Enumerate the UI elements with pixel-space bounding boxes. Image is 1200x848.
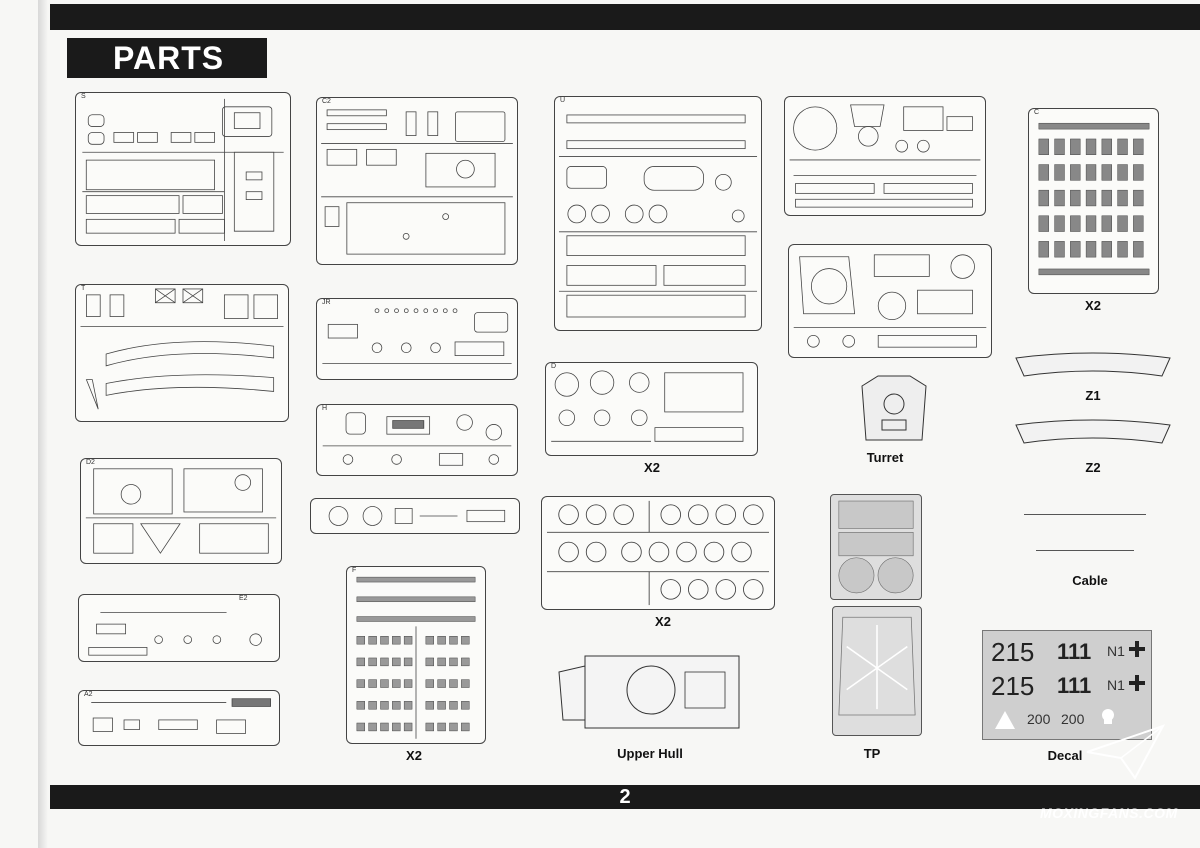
photo-etch-tp (832, 606, 922, 736)
side-skirt-z2 (1012, 417, 1174, 447)
sprue-d2: D2 (80, 458, 282, 564)
sprue-u: U (554, 96, 762, 331)
sprue-tag: T (81, 285, 86, 292)
cable-line (1036, 550, 1134, 551)
photo-etch-mesh (830, 494, 922, 600)
sprue-e2: E2 (78, 594, 280, 662)
sprue-f: F (346, 566, 486, 744)
page-title: PARTS (67, 38, 267, 78)
sprue-s-parts (82, 98, 284, 242)
sprue-turret-detail-parts (789, 104, 981, 208)
decal-triangle-icon (995, 711, 1015, 729)
sprue-d2-parts (85, 468, 277, 554)
sprue-c2: C2 (316, 97, 518, 265)
decal-200-a: 200 (1027, 711, 1051, 727)
upper-hull-icon (558, 655, 740, 729)
tp-label: TP (863, 746, 881, 761)
sprue-e2-parts (88, 612, 262, 656)
top-bar (50, 4, 1200, 30)
sprue-u-parts (558, 114, 758, 318)
cable-line (1024, 514, 1146, 515)
decal-200-b: 200 (1061, 711, 1085, 727)
sprue-a2: A2 (78, 690, 280, 746)
decal-111-b: 111 (1057, 673, 1092, 698)
cable-label: Cable (1072, 573, 1108, 588)
side-skirt-z1 (1012, 350, 1174, 380)
paper-plane-icon (1086, 724, 1165, 780)
turret-label: Turret (866, 450, 904, 465)
sprue-d-multiplier: X2 (644, 460, 660, 475)
decal-215-a: 215 (991, 637, 1035, 667)
sprue-h: H (316, 404, 518, 476)
z1-label: Z1 (1085, 388, 1101, 403)
sprue-c-multiplier: X2 (1085, 298, 1101, 313)
sprue-h-parts (322, 412, 512, 466)
sprue-f-multiplier: X2 (406, 748, 422, 763)
sprue-c-parts (1038, 122, 1150, 276)
sprue-a2-parts (91, 698, 271, 734)
wheels-multiplier: X2 (655, 614, 671, 629)
sprue-t: T (75, 284, 289, 422)
decal-n1-a: N1 (1107, 643, 1125, 659)
watermark-text: MOXINGFANS.COM (1040, 805, 1178, 821)
upper-hull-label: Upper Hull (617, 746, 683, 761)
photo-etch-tp-parts (838, 616, 916, 716)
sprue-tag: E2 (239, 595, 248, 602)
sprue-tag: JR (322, 299, 331, 306)
sprue-tag: D (551, 363, 557, 370)
upper-hull-part (555, 650, 745, 738)
sprue-s: S (75, 92, 291, 246)
decal-215-b: 215 (991, 671, 1035, 701)
sprue-tag: H (322, 405, 328, 412)
sprue-jr: JR (316, 298, 518, 380)
sprue-tag: U (560, 97, 566, 104)
photo-etch-mesh-parts (838, 500, 914, 594)
page-number: 2 (619, 786, 631, 808)
decal-sheet: 215 111 N1 215 111 N1 200 200 (982, 630, 1152, 740)
sprue-d: D (545, 362, 758, 456)
z2-label: Z2 (1085, 460, 1101, 475)
decal-cross-icon (1129, 675, 1145, 691)
sprue-turret-top-parts (793, 254, 987, 348)
sprue-c2-parts (321, 109, 513, 255)
sprue-tag: A2 (84, 691, 93, 698)
sprue-tag: C (1034, 109, 1040, 116)
sprue-jr-parts (322, 308, 512, 364)
sprue-tools-parts (328, 506, 506, 526)
decal-111-a: 111 (1057, 639, 1092, 664)
decal-n1-b: N1 (1107, 677, 1125, 693)
sprue-f-parts (356, 576, 476, 739)
sprue-road-wheels-parts (546, 500, 770, 606)
side-skirt-icon (1015, 419, 1171, 444)
sprue-tag: S (81, 93, 86, 100)
turret-part (858, 374, 930, 446)
decal-label: Decal (1047, 748, 1083, 763)
turret-icon (861, 375, 927, 441)
decal-skull-icon (1102, 709, 1114, 724)
sprue-turret-detail (784, 96, 986, 216)
sprue-tag: F (352, 567, 357, 574)
sprue-t-parts (80, 288, 284, 410)
side-skirt-icon (1015, 352, 1171, 377)
bottom-bar: 2 (50, 785, 1200, 809)
sprue-tag: D2 (86, 459, 95, 466)
decal-cross-icon (1129, 641, 1145, 657)
sprue-c: C (1028, 108, 1159, 294)
sprue-turret-top (788, 244, 992, 358)
page-binding-shadow (38, 0, 48, 848)
sprue-road-wheels (541, 496, 775, 610)
sprue-tag: C2 (322, 98, 331, 105)
sprue-d-parts (551, 370, 744, 442)
sprue-tools (310, 498, 520, 534)
